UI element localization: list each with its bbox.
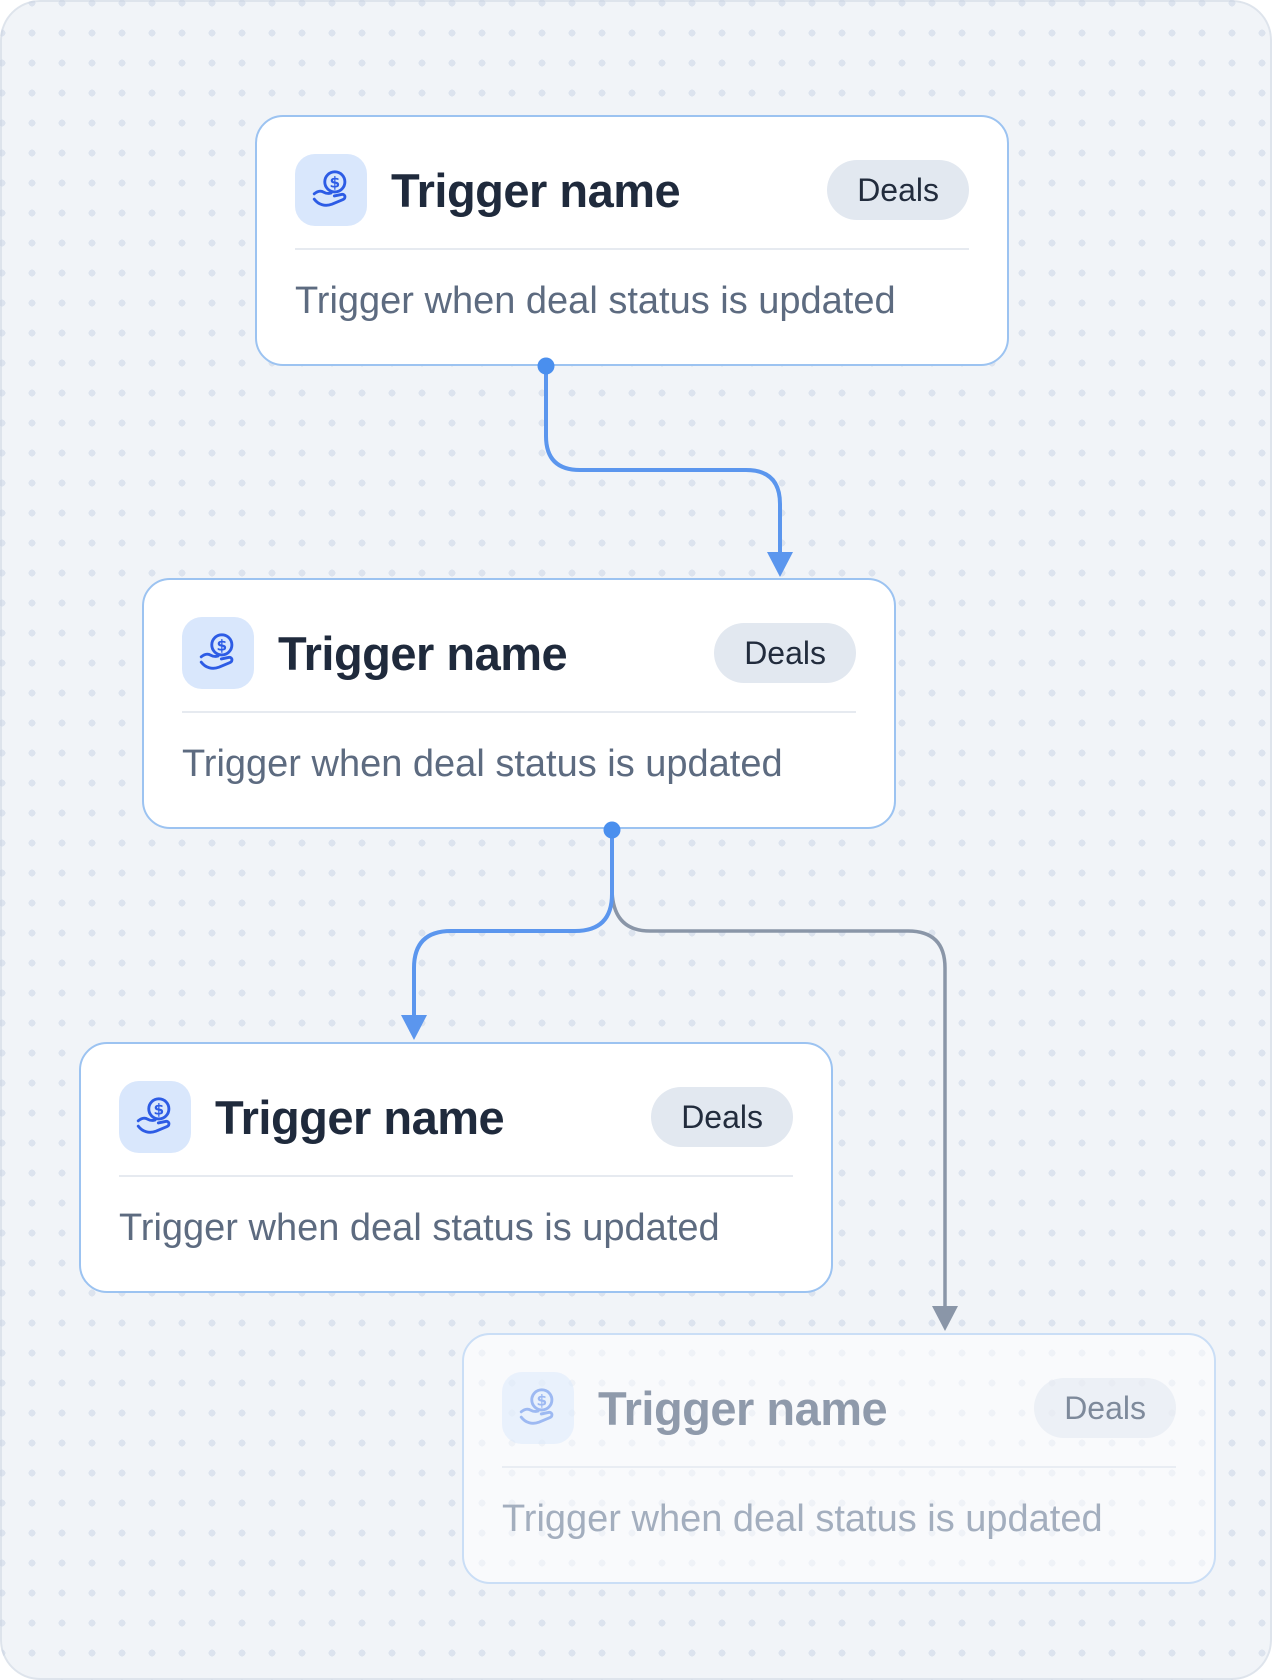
svg-text:$: $ [216, 637, 227, 655]
card-header: $ Trigger name Deals [502, 1372, 1176, 1444]
trigger-card-1[interactable]: $ Trigger name Deals Trigger when deal s… [255, 115, 1009, 366]
trigger-name-title: Trigger name [215, 1090, 505, 1144]
divider [295, 248, 969, 250]
trigger-name-title: Trigger name [391, 163, 681, 217]
deals-badge: Deals [651, 1087, 793, 1147]
hand-coin-icon: $ [119, 1081, 191, 1153]
trigger-description: Trigger when deal status is updated [502, 1498, 1103, 1540]
svg-text:$: $ [153, 1101, 164, 1119]
svg-text:$: $ [329, 174, 340, 192]
card-header: $ Trigger name Deals [295, 154, 969, 226]
trigger-description: Trigger when deal status is updated [295, 280, 896, 322]
divider [119, 1175, 793, 1177]
svg-text:$: $ [536, 1392, 547, 1410]
trigger-card-2[interactable]: $ Trigger name Deals Trigger when deal s… [142, 578, 896, 829]
trigger-card-4[interactable]: $ Trigger name Deals Trigger when deal s… [462, 1333, 1216, 1584]
trigger-description: Trigger when deal status is updated [182, 743, 783, 785]
deals-badge: Deals [1034, 1378, 1176, 1438]
hand-coin-icon: $ [182, 617, 254, 689]
divider [502, 1466, 1176, 1468]
hand-coin-icon: $ [295, 154, 367, 226]
card-header: $ Trigger name Deals [119, 1081, 793, 1153]
trigger-name-title: Trigger name [598, 1381, 888, 1435]
card-header: $ Trigger name Deals [182, 617, 856, 689]
trigger-card-3[interactable]: $ Trigger name Deals Trigger when deal s… [79, 1042, 833, 1293]
deals-badge: Deals [714, 623, 856, 683]
deals-badge: Deals [827, 160, 969, 220]
trigger-name-title: Trigger name [278, 626, 568, 680]
hand-coin-icon: $ [502, 1372, 574, 1444]
divider [182, 711, 856, 713]
trigger-description: Trigger when deal status is updated [119, 1207, 720, 1249]
